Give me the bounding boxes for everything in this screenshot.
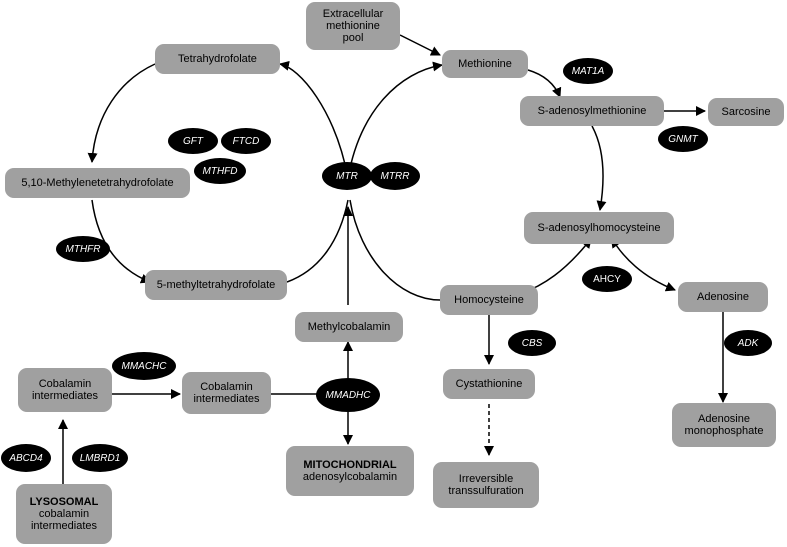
enzyme-mat1a: MAT1A: [563, 58, 613, 84]
enzyme-mtr: MTR: [322, 162, 372, 190]
adenosylcobalamin-label: adenosylcobalamin: [302, 471, 398, 483]
node-sarcosine: Sarcosine: [708, 98, 784, 126]
node-s-adenosylhomocysteine: S-adenosylhomocysteine: [524, 212, 674, 244]
node-methylenetetrahydrofolate: 5,10-Methylenetetrahydrofolate: [5, 168, 190, 198]
arrow-extracellular-to-methionine: [399, 34, 441, 56]
arrow-sam-to-sah: [591, 125, 607, 211]
lysosomal-intermediates-label: cobalamin intermediates: [30, 508, 98, 532]
enzyme-cbs: CBS: [508, 330, 556, 356]
node-cobalamin-intermediates-mid: Cobalamin intermediates: [182, 372, 271, 414]
lysosomal-label: LYSOSOMAL: [29, 496, 99, 508]
arrow-sah-adenosine: [610, 237, 676, 292]
node-cobalamin-intermediates-left: Cobalamin intermediates: [18, 368, 112, 412]
enzyme-mthfd: MTHFD: [194, 158, 246, 184]
node-tetrahydrofolate: Tetrahydrofolate: [155, 44, 280, 74]
node-mitochondrial-adenosylcobalamin: MITOCHONDRIAL adenosylcobalamin: [286, 446, 414, 496]
enzyme-abcd4: ABCD4: [1, 444, 51, 472]
enzyme-mmachc: MMACHC: [112, 352, 176, 380]
node-homocysteine: Homocysteine: [440, 285, 538, 315]
arrow-methionine-to-sam: [527, 69, 562, 98]
enzyme-gnmt: GNMT: [658, 126, 708, 152]
node-irreversible-transsulfuration: Irreversible transsulfuration: [433, 462, 539, 508]
enzyme-adk: ADK: [724, 330, 772, 356]
node-methyltetrahydrofolate: 5-methyltetrahydrofolate: [145, 270, 287, 300]
arrow-methylene-to-methylthf: [91, 199, 151, 284]
node-adenosine-monophosphate: Adenosine monophosphate: [672, 403, 776, 447]
node-methylcobalamin: Methylcobalamin: [295, 312, 403, 342]
arrow-methylthf-to-mtr: [286, 199, 349, 283]
enzyme-mthfr: MTHFR: [56, 236, 110, 262]
arrow-mtr-to-methionine: [347, 61, 443, 179]
node-adenosine: Adenosine: [678, 282, 768, 312]
node-methionine: Methionine: [442, 50, 528, 78]
node-lysosomal-cobalamin-intermediates: LYSOSOMAL cobalamin intermediates: [16, 484, 112, 544]
arrow-homocysteine-to-mtr: [349, 199, 441, 301]
enzyme-lmbrd1: LMBRD1: [72, 444, 128, 472]
node-extracellular-methionine-pool: Extracellular methionine pool: [306, 2, 400, 50]
enzyme-ftcd: FTCD: [221, 128, 271, 154]
enzyme-gft: GFT: [168, 128, 218, 154]
enzyme-ahcy: AHCY: [582, 266, 632, 292]
arrow-mtr-to-thf: [279, 60, 349, 179]
enzyme-mmadhc: MMADHC: [316, 378, 380, 412]
node-s-adenosylmethionine: S-adenosylmethionine: [520, 96, 664, 126]
mitochondrial-label: MITOCHONDRIAL: [303, 459, 397, 471]
node-cystathionine: Cystathionine: [443, 369, 535, 399]
enzyme-mtrr: MTRR: [370, 162, 420, 190]
arrow-thf-to-methylene: [87, 63, 156, 163]
